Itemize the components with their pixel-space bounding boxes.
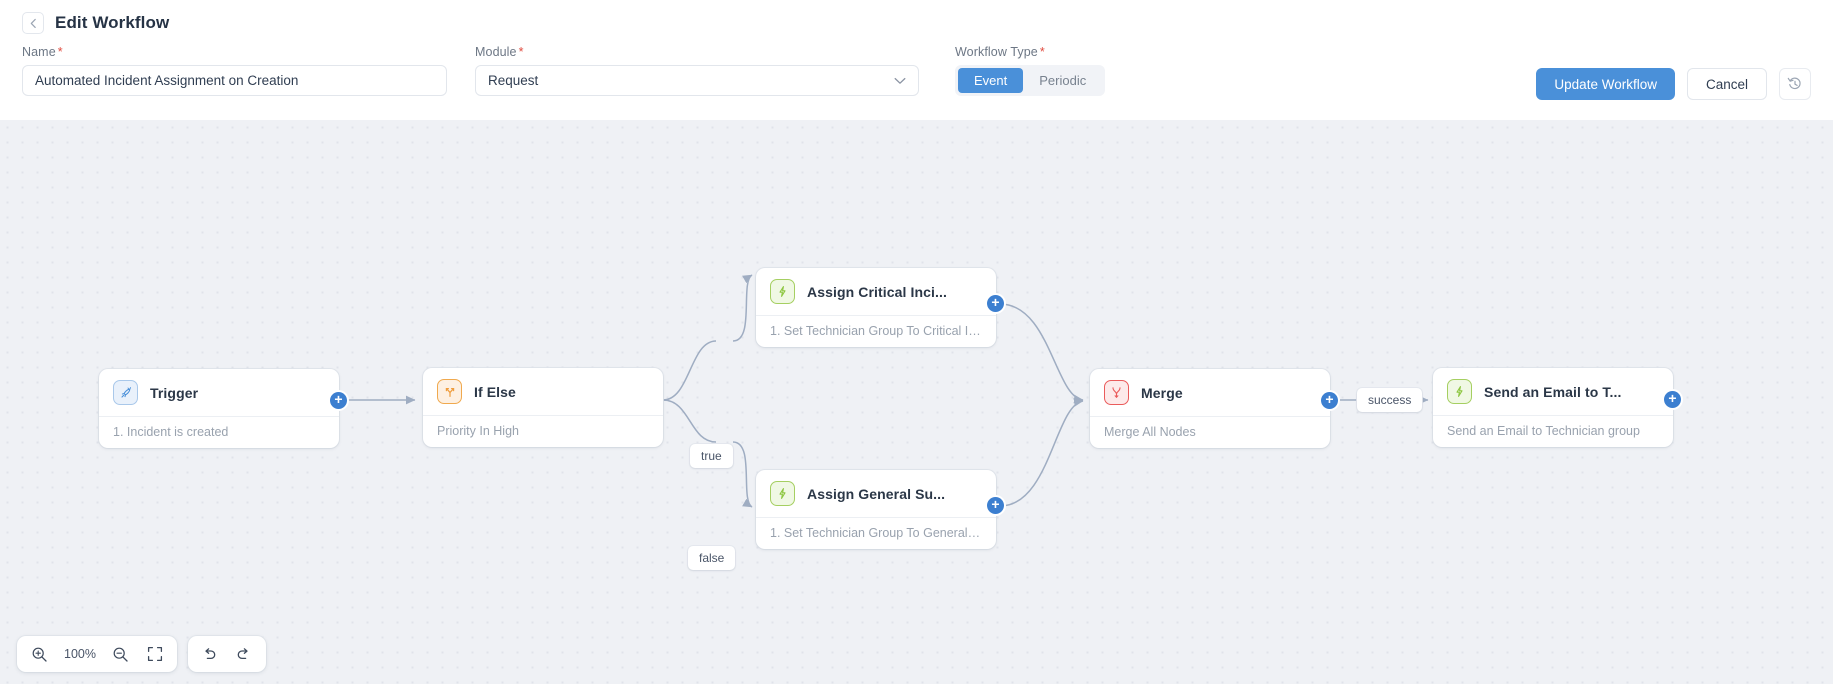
node-subtitle: Priority In High <box>423 415 663 447</box>
redo-button[interactable] <box>228 639 260 669</box>
node-title: Assign Critical Inci... <box>807 283 948 300</box>
edge-general-to-merge <box>999 397 1084 507</box>
lightning-icon <box>770 481 795 506</box>
back-button[interactable] <box>22 12 44 34</box>
node-header: Assign Critical Inci... <box>756 268 996 315</box>
node-header: Assign General Su... <box>756 470 996 517</box>
cancel-button[interactable]: Cancel <box>1686 68 1767 100</box>
zoom-controls: 100% <box>17 636 177 672</box>
name-field-group: Name* Automated Incident Assignment on C… <box>22 45 447 96</box>
undo-icon <box>205 647 216 659</box>
name-label: Name* <box>22 45 63 59</box>
zoom-out-button[interactable] <box>105 639 137 669</box>
chevron-left-icon <box>30 18 36 28</box>
node-header: If Else <box>423 368 663 415</box>
page-header: Edit Workflow Name* Automated Incident A… <box>0 0 1833 120</box>
add-node-plus-assign-general[interactable]: + <box>987 497 1004 514</box>
module-select[interactable]: Request <box>475 65 919 96</box>
node-title: If Else <box>474 383 516 400</box>
edge-label-true: true <box>690 444 733 468</box>
node-title: Merge <box>1141 384 1183 401</box>
chevron-down-icon <box>894 77 906 84</box>
workflow-type-option-periodic[interactable]: Periodic <box>1039 73 1087 88</box>
edge-ifelse-false-a <box>662 399 717 443</box>
add-node-plus-trigger[interactable]: + <box>330 392 347 409</box>
fit-screen-icon <box>147 646 163 662</box>
history-button[interactable] <box>1779 68 1811 100</box>
undo-button[interactable] <box>194 639 226 669</box>
node-if-else[interactable]: If Else Priority In High <box>423 368 663 447</box>
workflow-type-option-event[interactable]: Event <box>958 68 1024 93</box>
node-trigger[interactable]: Trigger 1. Incident is created + <box>99 369 347 448</box>
node-subtitle: Send an Email to Technician group <box>1433 415 1673 447</box>
node-title: Trigger <box>150 384 199 401</box>
page-title: Edit Workflow <box>55 13 170 32</box>
node-header: Send an Email to T... <box>1433 368 1673 415</box>
node-assign-critical[interactable]: Assign Critical Inci... 1. Set Technicia… <box>756 268 1004 347</box>
module-field-group: Module* Request <box>475 45 919 96</box>
node-title: Send an Email to T... <box>1484 383 1622 400</box>
required-asterisk: * <box>57 45 63 59</box>
node-header: Merge <box>1090 369 1330 416</box>
merge-icon <box>1104 380 1129 405</box>
add-node-plus-send-email[interactable]: + <box>1664 391 1681 408</box>
canvas-toolbar: 100% <box>17 636 266 672</box>
workflow-type-group: Workflow Type* Event Periodic <box>955 45 1106 96</box>
update-workflow-button[interactable]: Update Workflow <box>1536 68 1675 100</box>
history-restore-icon <box>1787 77 1801 90</box>
node-subtitle: 1. Set Technician Group To Critical Inci… <box>756 315 996 347</box>
edge-ifelse-true-a <box>662 340 717 401</box>
module-selected-value: Request <box>488 73 539 88</box>
workflow-type-segmented-control: Event Periodic <box>955 65 1106 96</box>
edge-label-false: false <box>688 546 736 570</box>
name-input[interactable]: Automated Incident Assignment on Creatio… <box>22 65 447 96</box>
history-controls <box>187 636 266 672</box>
required-asterisk: * <box>1039 45 1045 59</box>
workflow-type-label: Workflow Type* <box>955 45 1045 59</box>
node-assign-general[interactable]: Assign General Su... 1. Set Technician G… <box>756 470 1004 549</box>
zoom-out-icon <box>114 647 129 662</box>
redo-icon <box>238 647 249 659</box>
fields-row: Name* Automated Incident Assignment on C… <box>0 40 1833 110</box>
rocket-icon <box>113 380 138 405</box>
module-label: Module* <box>475 45 524 59</box>
zoom-in-icon <box>32 647 47 662</box>
title-row: Edit Workflow <box>0 0 1833 38</box>
node-send-email[interactable]: Send an Email to T... Send an Email to T… <box>1433 368 1681 447</box>
node-title: Assign General Su... <box>807 485 946 502</box>
branch-icon <box>437 379 462 404</box>
workflow-canvas[interactable]: Trigger 1. Incident is created + If Else… <box>0 120 1833 684</box>
lightning-icon <box>770 279 795 304</box>
zoom-in-button[interactable] <box>23 639 55 669</box>
zoom-level-label: 100% <box>64 647 96 661</box>
fit-screen-button[interactable] <box>139 639 171 669</box>
node-merge[interactable]: Merge Merge All Nodes + <box>1090 369 1338 448</box>
node-header: Trigger <box>99 369 339 416</box>
edge-ifelse-true-b <box>732 274 753 342</box>
node-subtitle: 1. Incident is created <box>99 416 339 448</box>
node-subtitle: 1. Set Technician Group To General Su... <box>756 517 996 549</box>
edge-critical-to-merge <box>999 303 1084 404</box>
add-node-plus-assign-critical[interactable]: + <box>987 295 1004 312</box>
header-actions: Update Workflow Cancel <box>1536 68 1811 100</box>
edge-label-success: success <box>1357 388 1423 412</box>
required-asterisk: * <box>518 45 524 59</box>
edge-ifelse-false-b <box>732 441 753 508</box>
workflow-edges <box>340 274 1429 508</box>
add-node-plus-merge[interactable]: + <box>1321 392 1338 409</box>
node-subtitle: Merge All Nodes <box>1090 416 1330 448</box>
lightning-icon <box>1447 379 1472 404</box>
